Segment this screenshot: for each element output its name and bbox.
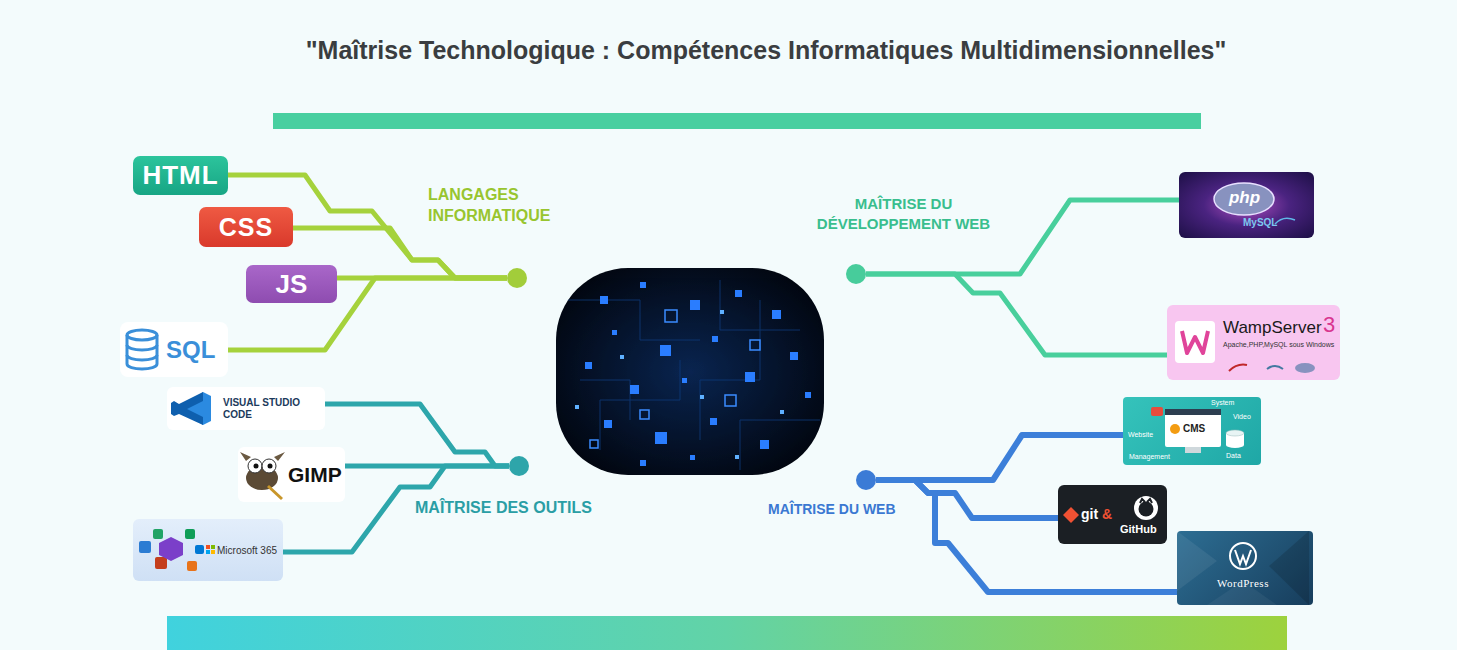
logo-text: WampServer bbox=[1223, 318, 1322, 338]
logo-text: Data bbox=[1226, 452, 1241, 460]
logo-text: SQL bbox=[166, 336, 215, 364]
logo-box: WampServer3Apache,PHP,MySQL sous Windows bbox=[1167, 305, 1340, 380]
logo-text: Video bbox=[1233, 413, 1251, 421]
logo-text: & bbox=[1102, 506, 1112, 522]
logo-box: SQL bbox=[120, 322, 228, 377]
bottom-bar bbox=[167, 616, 1287, 650]
logo-box: CMS WebsiteManagement SystemVideoData bbox=[1123, 397, 1261, 465]
top-bar bbox=[273, 113, 1201, 129]
connector-line bbox=[866, 274, 1167, 355]
logo-text: VISUAL STUDIO CODE bbox=[223, 397, 301, 420]
category-dot: MAÎTRISE DU DÉVELOPPEMENT WEB bbox=[846, 264, 866, 284]
logo-box: GIMP bbox=[238, 447, 345, 502]
logo-box: Microsoft 365 bbox=[133, 519, 283, 581]
logo-text: JS bbox=[276, 269, 308, 300]
logo-text: CSS bbox=[219, 213, 273, 242]
logo-text: Management bbox=[1129, 453, 1170, 461]
logo-box: WordPress bbox=[1177, 531, 1313, 605]
logo-text: 3 bbox=[1323, 312, 1335, 337]
logo-text: GIMP bbox=[288, 463, 342, 487]
category-heading: MAÎTRISE DU WEB bbox=[768, 501, 896, 517]
circuit-image bbox=[556, 268, 824, 475]
logo-icon bbox=[1177, 531, 1309, 605]
category-heading: MAÎTRISE DU DÉVELOPPEMENT WEB bbox=[796, 194, 1011, 234]
logo-text: php bbox=[1179, 188, 1310, 208]
category-dot: LANGAGES INFORMATIQUE bbox=[507, 268, 527, 288]
logo-box: VISUAL STUDIO CODE bbox=[167, 387, 325, 430]
logo-text: MySQL bbox=[1243, 217, 1277, 229]
logo-box: JS bbox=[246, 265, 337, 303]
logo-box: CSS bbox=[199, 207, 293, 247]
logo-icon bbox=[1058, 485, 1167, 544]
connector-line bbox=[876, 480, 1058, 518]
logo-box: git&GitHub bbox=[1058, 485, 1167, 544]
category-dot: MAÎTRISE DES OUTILS bbox=[509, 456, 529, 476]
logo-box: phpMySQL bbox=[1179, 172, 1314, 238]
connector-line bbox=[325, 404, 509, 466]
category-dot: MAÎTRISE DU WEB bbox=[856, 470, 876, 490]
logo-text: WordPress bbox=[1177, 577, 1309, 590]
logo-text: System bbox=[1211, 399, 1234, 407]
category-heading: MAÎTRISE DES OUTILS bbox=[415, 499, 592, 517]
logo-text: Apache,PHP,MySQL sous Windows bbox=[1223, 341, 1334, 349]
logo-box: HTML bbox=[133, 156, 228, 195]
connector-line bbox=[876, 480, 1177, 592]
connector-line bbox=[876, 435, 1123, 480]
diagram-title: "Maîtrise Technologique : Compétences In… bbox=[76, 36, 1456, 65]
logo-text: GitHub bbox=[1120, 523, 1157, 536]
category-heading: LANGAGES INFORMATIQUE bbox=[428, 184, 588, 226]
logo-text: HTML bbox=[142, 160, 218, 191]
logo-text: Website bbox=[1128, 431, 1153, 439]
logo-text: Microsoft 365 bbox=[217, 545, 277, 556]
logo-text: CMS bbox=[1183, 423, 1205, 435]
logo-text: git bbox=[1081, 506, 1098, 522]
